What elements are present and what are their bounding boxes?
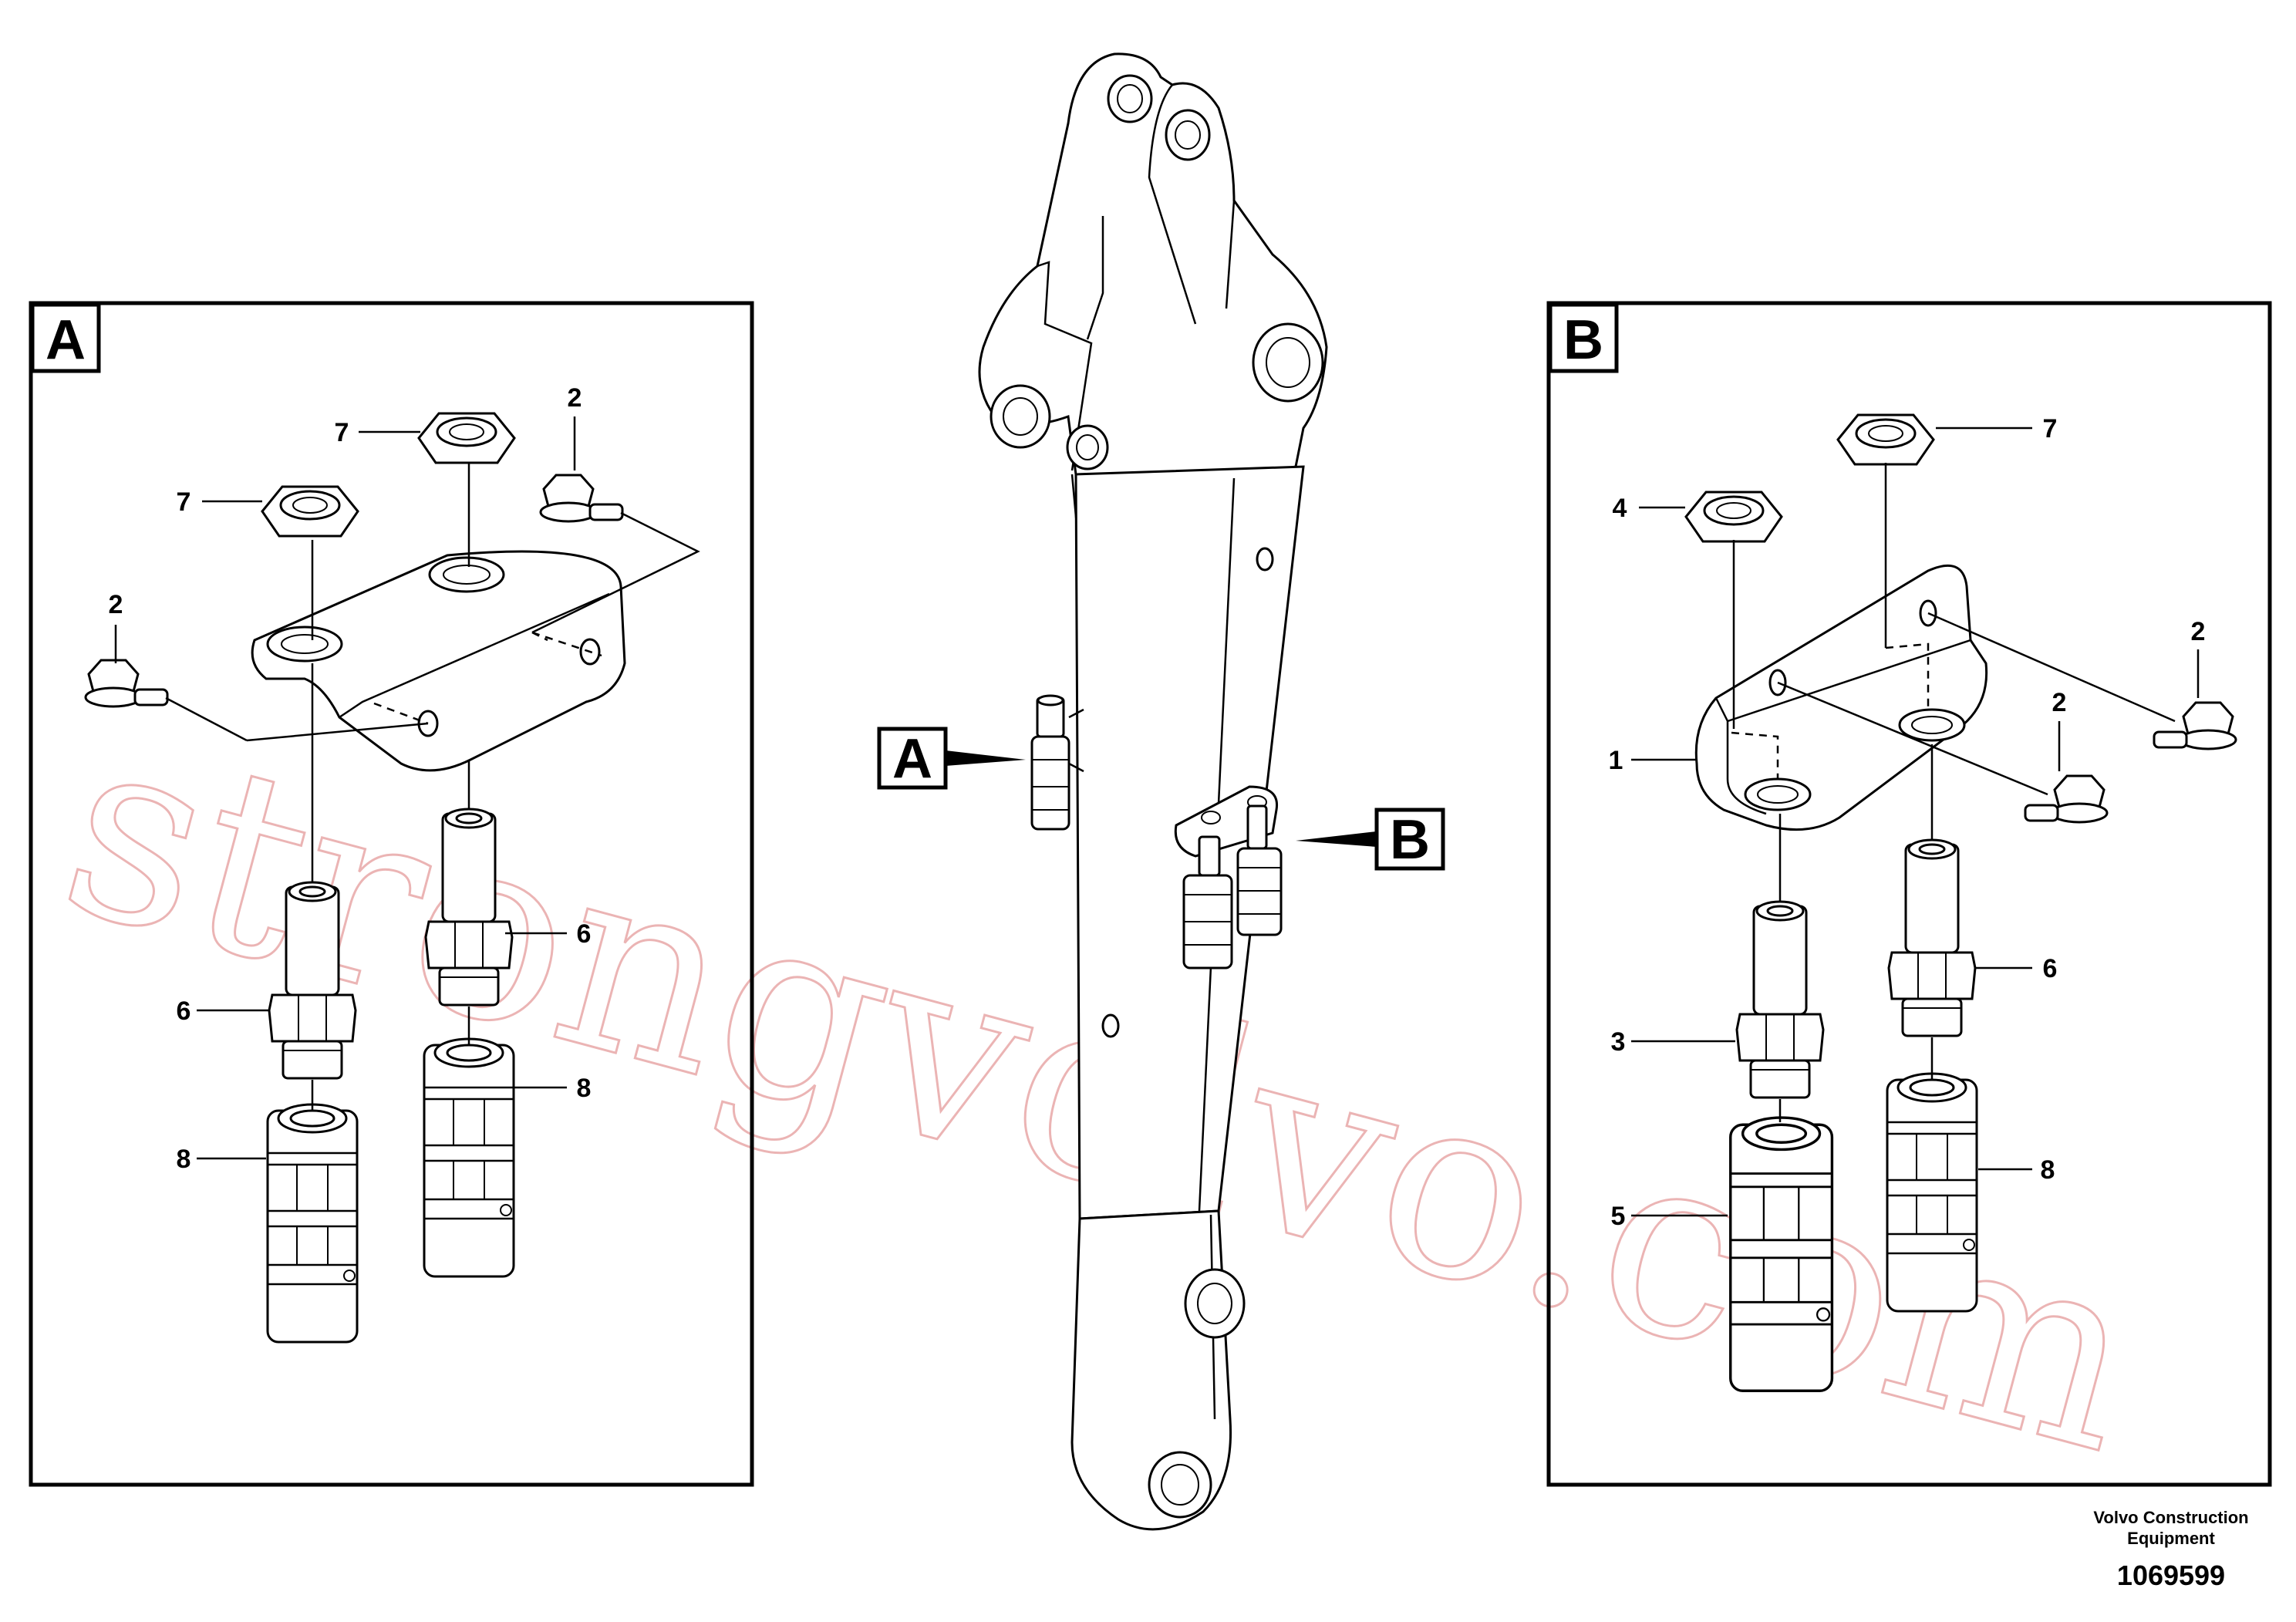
callout-2: 2 xyxy=(109,590,123,619)
callout-8: 8 xyxy=(2041,1155,2055,1185)
fitting-b-right xyxy=(1887,838,1977,1037)
detail-a-frame xyxy=(29,301,754,1487)
centerline xyxy=(165,696,248,742)
overview-group-a xyxy=(1030,694,1084,831)
overview-label-a-box xyxy=(877,727,948,790)
coupling-b-right xyxy=(1886,1072,1978,1313)
pointer-arrow-b xyxy=(1296,831,1377,847)
centerline xyxy=(531,511,700,634)
nut-a-left xyxy=(261,485,359,538)
callout-7: 7 xyxy=(335,418,349,447)
detail-b-label: B xyxy=(1563,309,1603,371)
overview-group-b xyxy=(1174,785,1283,969)
detail-a: A xyxy=(29,301,754,1487)
fitting-b-left xyxy=(1735,900,1825,1099)
company-line-2: Equipment xyxy=(2127,1529,2215,1548)
detail-b-frame xyxy=(1546,301,2272,1487)
detail-a-label-box xyxy=(30,302,101,373)
hidden-line xyxy=(1885,642,1930,710)
bolt-a-left xyxy=(84,659,169,708)
callout-2: 2 xyxy=(2191,617,2206,646)
nut-a-right xyxy=(417,412,516,464)
bolt-b-right xyxy=(2153,701,2237,750)
company-line-1: Volvo Construction xyxy=(2093,1508,2248,1527)
callout-6: 6 xyxy=(177,996,191,1026)
coupling-a-right xyxy=(423,1037,515,1278)
callout-4: 4 xyxy=(1613,494,1627,523)
bolt-b-center xyxy=(2024,774,2109,824)
drawing-number: 1069599 xyxy=(2117,1560,2225,1591)
nut-b-right xyxy=(1836,413,1935,466)
callout-3: 3 xyxy=(1611,1027,1626,1057)
callout-8: 8 xyxy=(577,1074,592,1103)
coupling-b-left xyxy=(1729,1116,1834,1392)
pointer-arrow-a xyxy=(946,750,1026,766)
detail-b: B xyxy=(1546,301,2272,1487)
callout-6: 6 xyxy=(577,919,592,949)
callout-5: 5 xyxy=(1611,1202,1626,1231)
centerline xyxy=(1927,612,2176,723)
overview-label-b: B xyxy=(1390,809,1430,871)
hidden-line xyxy=(1731,731,1779,779)
detail-a-label: A xyxy=(46,309,86,371)
callout-8: 8 xyxy=(177,1145,191,1174)
footer: Volvo Construction Equipment 1069599 xyxy=(2093,1508,2248,1591)
callout-1: 1 xyxy=(1609,746,1623,775)
boom-head xyxy=(978,52,1328,480)
callout-7: 7 xyxy=(2043,414,2058,443)
detail-b-label-box xyxy=(1548,302,1619,373)
boom-overview: A B xyxy=(877,52,1445,1531)
bolt-a-right xyxy=(539,474,624,523)
centerline xyxy=(246,722,429,742)
overview-label-a: A xyxy=(892,728,932,790)
callout-7: 7 xyxy=(177,487,191,517)
coupling-a-left xyxy=(266,1103,359,1344)
callout-2: 2 xyxy=(568,383,582,413)
callout-2: 2 xyxy=(2052,688,2067,717)
bracket-a xyxy=(251,550,626,772)
centerline xyxy=(1777,681,2048,796)
nut-b-left xyxy=(1684,491,1783,543)
bracket-b xyxy=(1694,564,1988,831)
callout-6: 6 xyxy=(2043,954,2058,983)
